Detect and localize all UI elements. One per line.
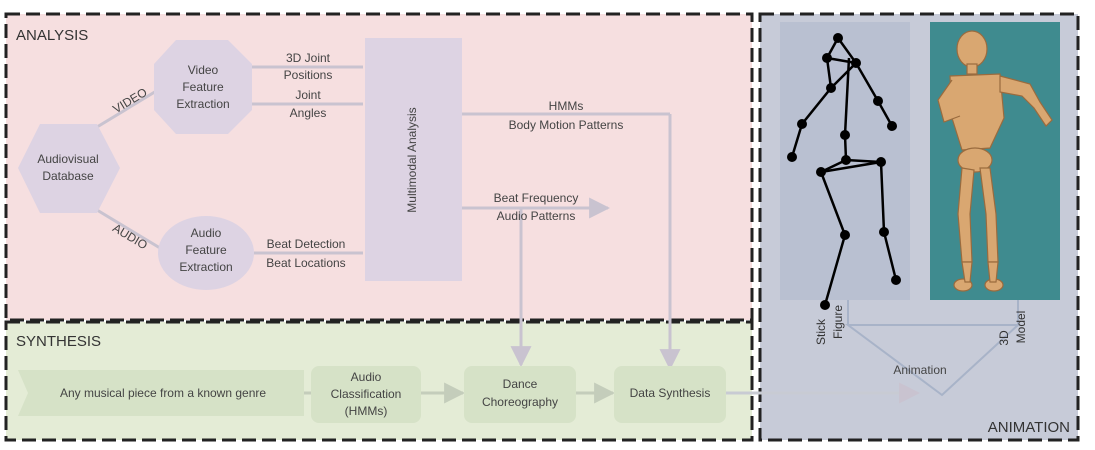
synthesis-border [4, 320, 754, 442]
stick-figure-joints [787, 33, 901, 310]
choreography-line1: Dance [503, 377, 538, 391]
video-edge-line [96, 88, 159, 129]
synthesis-title: SYNTHESIS [16, 333, 101, 350]
audio-edge-line [96, 208, 161, 250]
video-feature-line2: Feature [182, 80, 224, 94]
animation-merge-triangle [844, 324, 1021, 397]
choreography-line2: Choreography [482, 395, 558, 409]
beat-output-line2: Audio Patterns [497, 209, 576, 223]
beat-output-line1: Beat Frequency [494, 191, 579, 205]
model-label-line1: 3D [997, 330, 1011, 346]
stick-label-line1: Stick [814, 318, 828, 345]
wooden-mannequin-icon [937, 30, 1053, 292]
data-synthesis-label: Data Synthesis [630, 386, 711, 400]
joint-angles-line2: Angles [290, 106, 327, 120]
multimodal-analysis-label: Multimodal Analysis [405, 107, 419, 212]
video-feature-line1: Video [188, 63, 219, 77]
video-feature-extraction-node [154, 40, 252, 134]
audio-feature-line2: Feature [185, 243, 227, 257]
audio-classification-node [311, 366, 421, 423]
database-label-line1: Audiovisual [37, 152, 98, 166]
classification-line3: (HMMs) [345, 404, 388, 418]
dance-choreography-node [464, 366, 576, 423]
analysis-border [4, 12, 754, 322]
model-label-line2: Model [1014, 311, 1028, 344]
multimodal-analysis-node [365, 38, 462, 281]
input-music-shape [18, 370, 304, 416]
animation-label: Animation [893, 363, 946, 377]
data-synthesis-node [614, 366, 726, 423]
audio-feature-line3: Extraction [179, 260, 232, 274]
classification-line1: Audio [351, 370, 382, 384]
joint-angles-line1: Joint [295, 88, 321, 102]
beat-detection-line2: Beat Locations [266, 256, 345, 270]
beat-detection-line1: Beat Detection [267, 237, 346, 251]
animation-border [758, 12, 1080, 442]
hmm-output-line2: Body Motion Patterns [509, 118, 624, 132]
audio-feature-extraction-node [158, 216, 254, 290]
audiovisual-database-node [18, 124, 120, 213]
database-label-line2: Database [42, 169, 94, 183]
joint-positions-line2: Positions [284, 68, 333, 82]
analysis-title: ANALYSIS [16, 27, 88, 44]
stick-label-line2: Figure [831, 305, 845, 339]
video-feature-line3: Extraction [176, 97, 229, 111]
input-music-label: Any musical piece from a known genre [60, 386, 266, 400]
joint-positions-line1: 3D Joint [286, 51, 331, 65]
audio-feature-line1: Audio [191, 226, 222, 240]
animation-title: ANIMATION [988, 419, 1070, 436]
classification-line2: Classification [331, 387, 402, 401]
hmm-output-line1: HMMs [549, 99, 584, 113]
